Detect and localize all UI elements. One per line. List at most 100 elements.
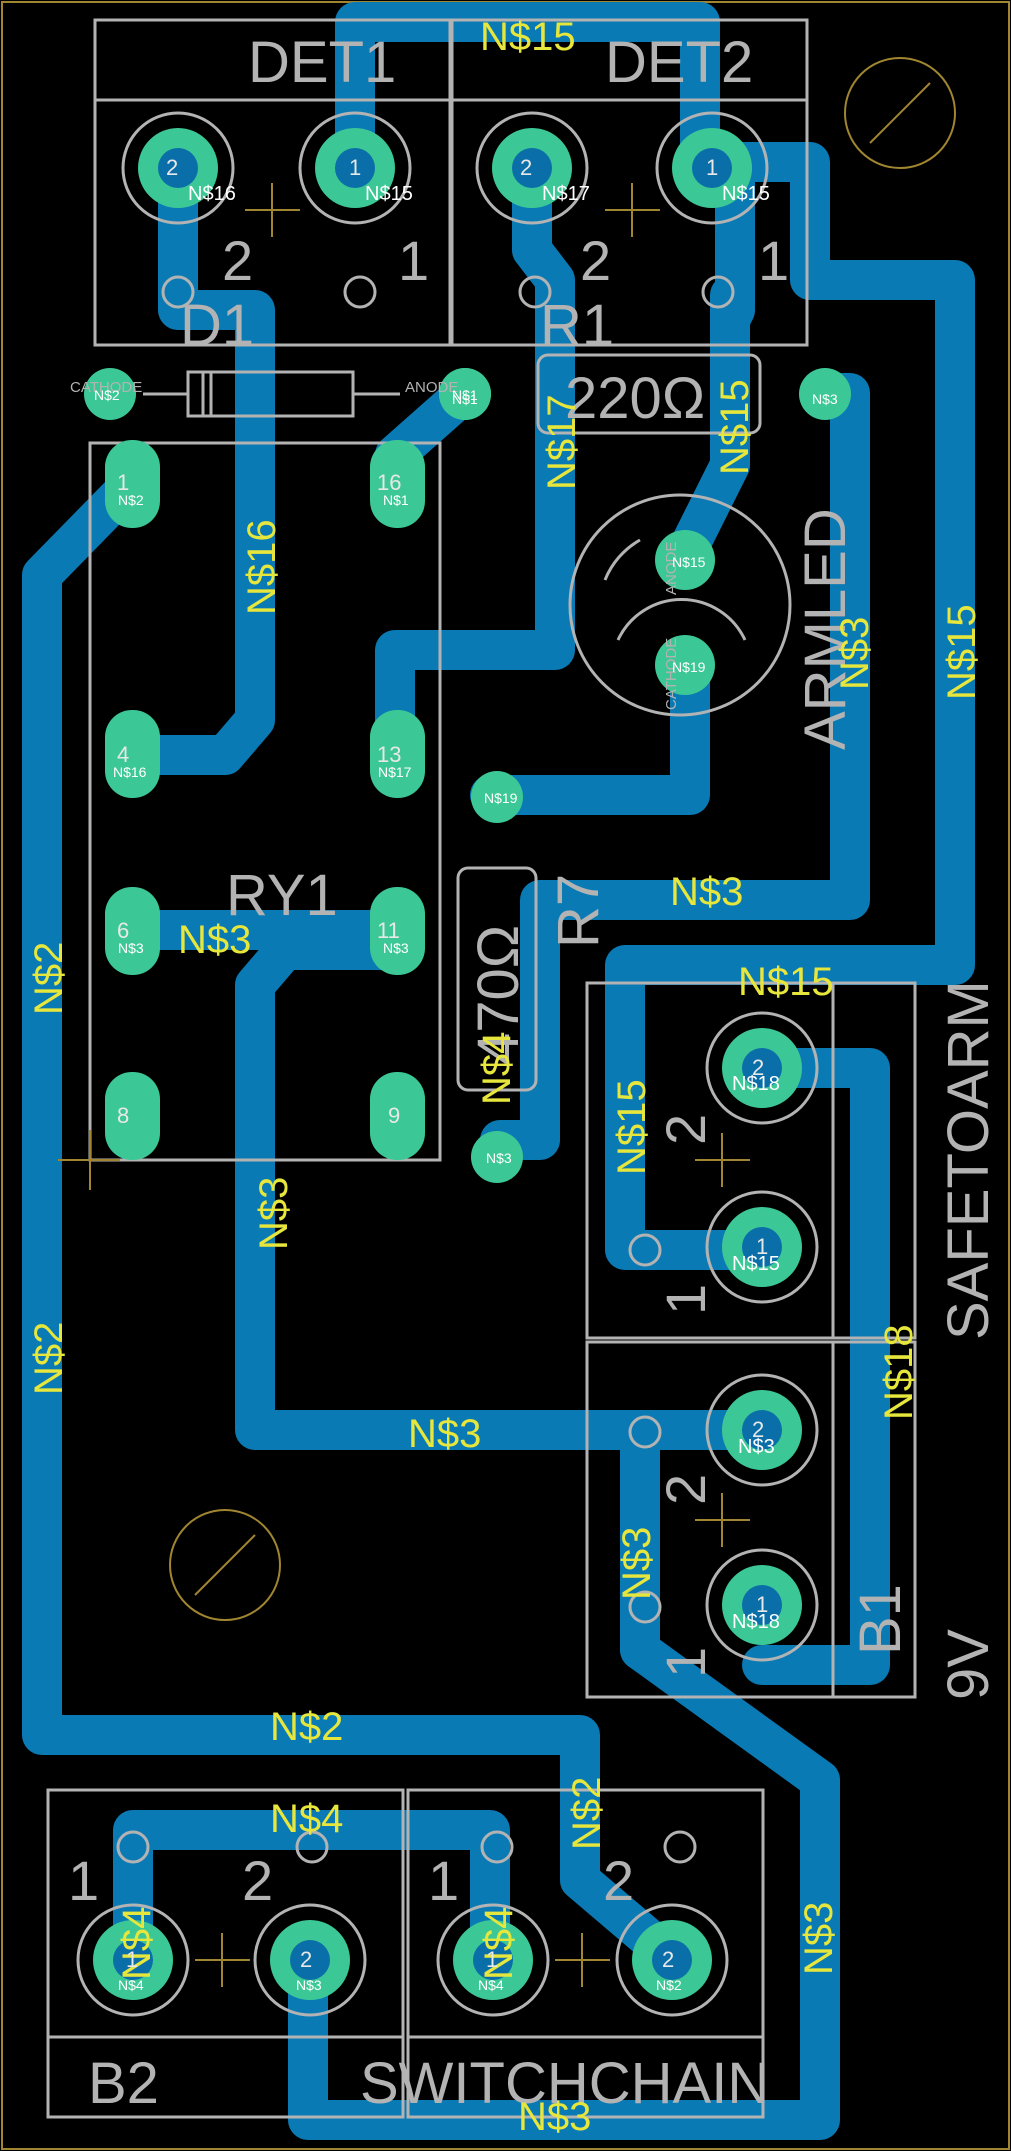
svg-text:9: 9 [388, 1103, 400, 1128]
pad-net-labels: N$16 N$15 N$17 N$15 N$18 N$15 N$3 N$18 N… [94, 183, 838, 1993]
svg-text:N$4: N$4 [478, 1977, 504, 1993]
ry1-pad-13 [370, 710, 425, 798]
r1-body [536, 353, 762, 435]
det2-pad-2 [475, 111, 589, 225]
label-b1-value: 9V [936, 1629, 1001, 1700]
switchchain-pad-2 [615, 1903, 729, 2017]
svg-text:4: 4 [117, 742, 129, 767]
b1-pad-2 [705, 1373, 819, 1487]
mount-hole-left [169, 1509, 281, 1621]
svg-text:2: 2 [166, 155, 178, 180]
svg-text:2: 2 [662, 1947, 674, 1972]
component-labels: DET1 DET2 D1 R1 220Ω RY1 ARMLED R7 470Ω … [88, 30, 1001, 2116]
svg-text:2: 2 [752, 1055, 764, 1080]
svg-text:N$2: N$2 [118, 492, 144, 508]
svg-text:1: 1 [398, 229, 429, 292]
pads-layer [76, 111, 851, 2017]
net-label-n15-top: N$15 [480, 15, 576, 59]
svg-text:N$15: N$15 [672, 554, 706, 570]
svg-text:11: 11 [377, 918, 400, 943]
net-label-n15-safetoarm: N$15 [738, 960, 834, 1004]
svg-text:1: 1 [756, 1592, 768, 1617]
trace-n2-left [22, 460, 688, 1975]
svg-text:2: 2 [222, 229, 253, 292]
svg-text:N$18: N$18 [732, 1611, 780, 1633]
svg-text:N$1: N$1 [383, 492, 409, 508]
label-r7: R7 [546, 874, 611, 948]
r7-pad-n3 [471, 1131, 523, 1183]
ry1-pad-6 [105, 887, 160, 975]
svg-text:N$19: N$19 [484, 790, 518, 806]
svg-text:N$18: N$18 [732, 1073, 780, 1095]
svg-text:N$16: N$16 [113, 764, 147, 780]
svg-text:N$19: N$19 [672, 659, 706, 675]
ry1-pad-8 [105, 1072, 160, 1160]
ry1-outline [88, 441, 442, 1162]
net-label-n2-switch: N$2 [565, 1777, 609, 1850]
net-labels: N$15 N$17 N$15 N$16 N$3 N$15 N$3 N$3 N$2… [27, 15, 984, 2139]
label-b2: B2 [88, 2051, 159, 2116]
ry1-pad-4 [105, 710, 160, 798]
silkscreen-layer [46, 18, 956, 2119]
trace-n4 [113, 1810, 510, 1975]
net-label-n17: N$17 [540, 394, 584, 490]
svg-text:1: 1 [428, 1849, 459, 1912]
label-ry1: RY1 [226, 863, 338, 928]
svg-text:2: 2 [654, 1114, 717, 1145]
svg-text:2: 2 [300, 1947, 312, 1972]
b2-pad-1 [76, 1903, 190, 2017]
net-label-n2-upper: N$2 [27, 942, 71, 1015]
mount-hole-top-right [844, 57, 956, 169]
svg-text:N$3: N$3 [812, 391, 838, 407]
svg-text:1: 1 [756, 1234, 768, 1259]
r1-pad-n3 [799, 368, 851, 420]
svg-text:2: 2 [752, 1417, 764, 1442]
svg-text:1: 1 [758, 229, 789, 292]
b1-outline [585, 1340, 917, 1699]
d1-cathode-label: CATHODE [70, 379, 142, 396]
svg-text:N$3: N$3 [738, 1436, 775, 1458]
ry1-pad-1 [370, 440, 425, 528]
net-label-n4-b2: N$4 [115, 1907, 159, 1980]
switchchain-pad-1 [436, 1903, 550, 2017]
det1-pad-2 [121, 111, 235, 225]
net-label-n3-ry1: N$3 [178, 918, 251, 962]
svg-text:N$1: N$1 [452, 391, 478, 407]
armled-pad-anode [655, 530, 715, 590]
svg-text:1: 1 [68, 1849, 99, 1912]
net-label-n15-r1: N$15 [713, 379, 757, 475]
armled-outline [568, 493, 792, 717]
svg-text:N$2: N$2 [656, 1977, 682, 1993]
label-d1: D1 [180, 293, 254, 358]
svg-text:2: 2 [242, 1849, 273, 1912]
svg-text:N$4: N$4 [118, 1977, 144, 1993]
svg-text:N$2: N$2 [94, 387, 120, 403]
svg-text:N$17: N$17 [542, 183, 590, 205]
label-det1: DET1 [248, 30, 396, 95]
pin-number-labels: 2 1 2 1 2 1 2 1 1 2 1 2 [68, 229, 789, 1912]
svg-text:N$3: N$3 [296, 1977, 322, 1993]
svg-text:2: 2 [520, 155, 532, 180]
net-label-n4-top: N$4 [270, 1797, 343, 1841]
svg-text:1: 1 [654, 1647, 717, 1678]
safetoarm-pad-2 [705, 1011, 819, 1125]
svg-text:1: 1 [486, 1947, 498, 1972]
svg-text:2: 2 [603, 1849, 634, 1912]
svg-text:N$15: N$15 [732, 1253, 780, 1275]
trace-n15-right [605, 142, 975, 1270]
trace-n16 [115, 145, 275, 775]
armled-pad-cathode [655, 635, 715, 695]
svg-text:N$17: N$17 [378, 764, 412, 780]
trace-n15-top [335, 2, 720, 182]
switchchain-outline [406, 1788, 765, 2119]
svg-text:16: 16 [377, 470, 401, 495]
net-label-n3-b1: N$3 [615, 1527, 659, 1600]
safetoarm-outline [585, 981, 917, 1340]
net-label-n4-switch: N$4 [477, 1907, 521, 1980]
svg-text:N$16: N$16 [188, 183, 236, 205]
r7-pad-n19 [471, 771, 523, 823]
det2-pad-1 [655, 111, 769, 225]
svg-text:1: 1 [349, 155, 361, 180]
net-label-n3-bottom: N$3 [518, 2095, 591, 2139]
